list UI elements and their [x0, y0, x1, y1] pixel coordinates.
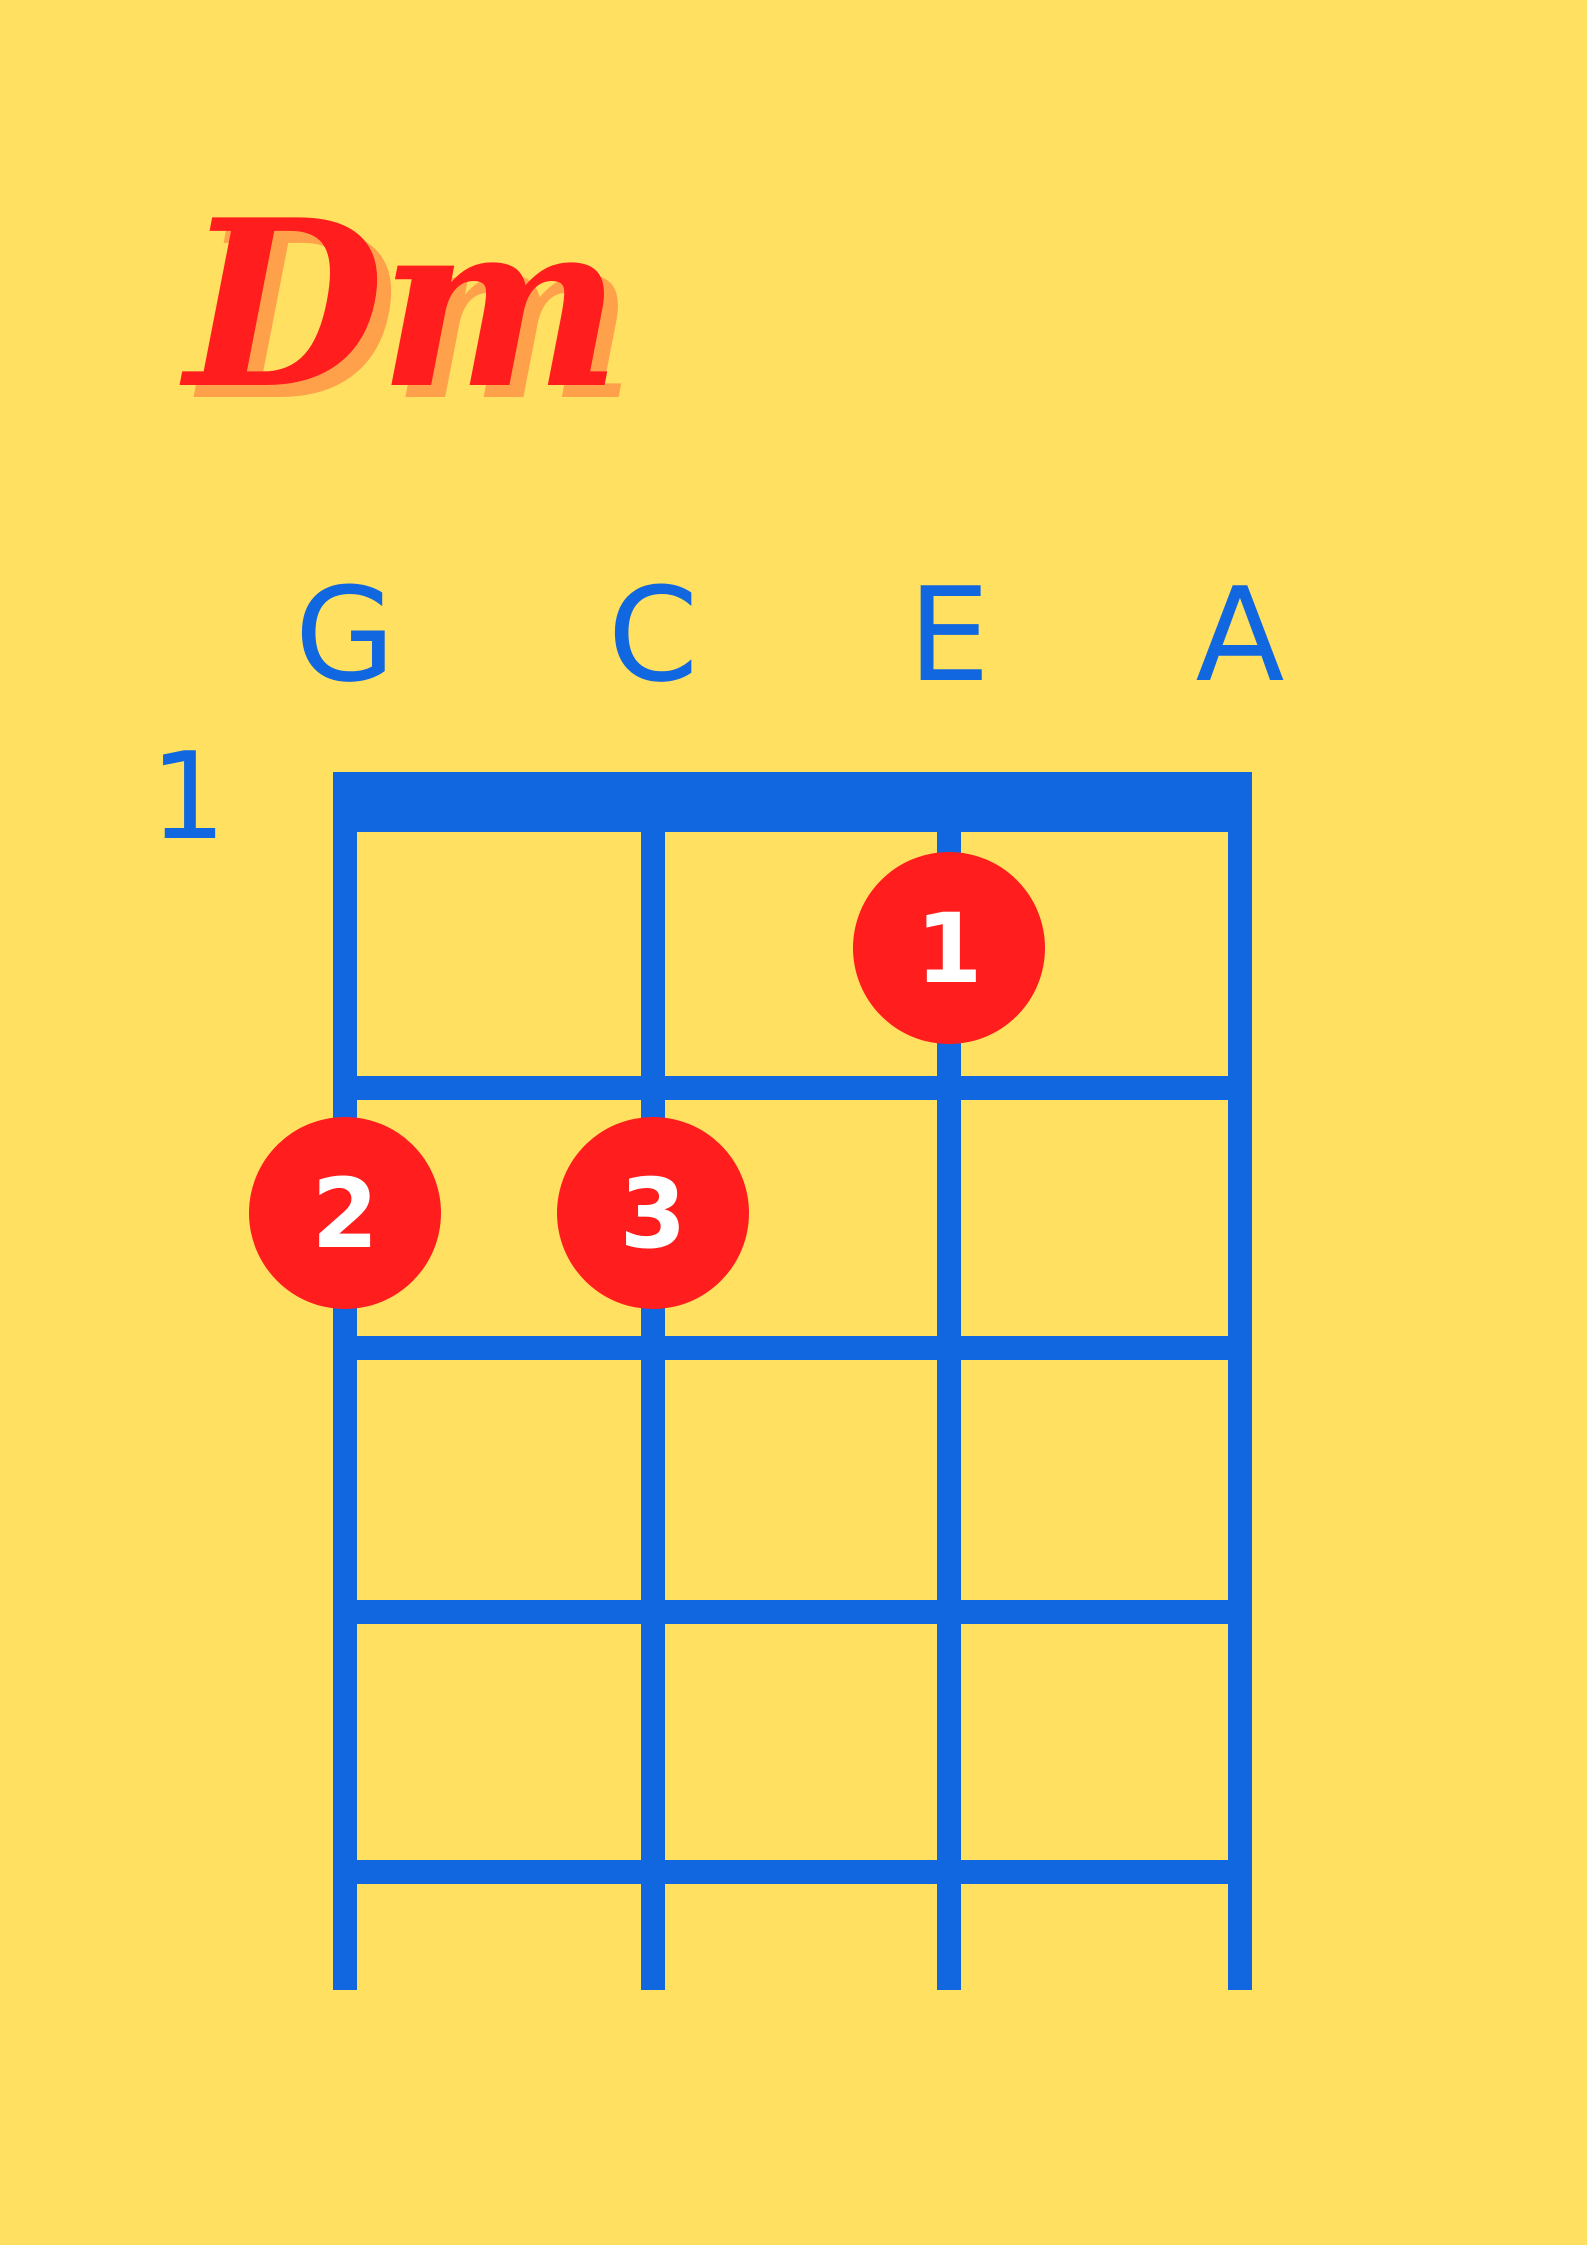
- string-label-g: G: [295, 559, 396, 711]
- finger-dot-3: 3: [557, 1117, 749, 1309]
- finger-number: 1: [916, 893, 983, 1005]
- fret-line-4: [333, 1860, 1252, 1884]
- string-line-g: [333, 772, 357, 1990]
- finger-dot-2: 2: [249, 1117, 441, 1309]
- finger-dots: 1 2 3: [249, 852, 1045, 1309]
- string-labels: G C E A 1: [150, 559, 1285, 867]
- fret-line-3: [333, 1600, 1252, 1624]
- nut: [334, 772, 1252, 832]
- finger-dot-circle: [249, 1117, 441, 1309]
- fret-line-2: [333, 1336, 1252, 1360]
- string-label-c: C: [608, 559, 699, 711]
- fretboard-grid: [333, 772, 1252, 1990]
- string-line-a: [1228, 772, 1252, 1990]
- finger-dot-1: 1: [853, 852, 1045, 1044]
- finger-number: 3: [620, 1158, 687, 1270]
- fret-line-1: [333, 1076, 1252, 1100]
- chord-title: Dm: [185, 170, 622, 440]
- finger-number: 2: [312, 1158, 379, 1270]
- string-label-e: E: [908, 559, 990, 711]
- string-label-a: A: [1196, 559, 1285, 711]
- string-line-c: [641, 772, 665, 1990]
- start-fret-number: 1: [150, 728, 226, 867]
- finger-dot-circle: [853, 852, 1045, 1044]
- finger-dot-circle: [557, 1117, 749, 1309]
